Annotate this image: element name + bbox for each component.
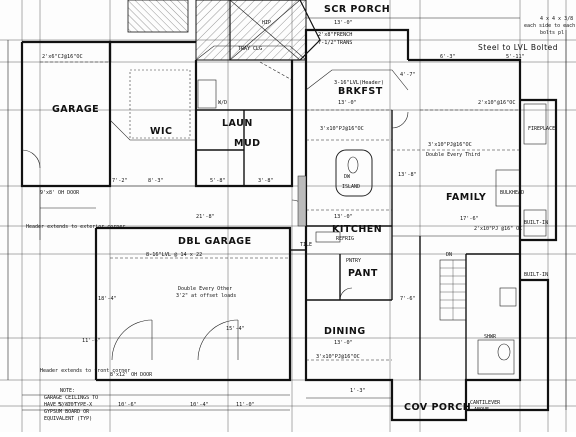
roof-hatch-area [127, 0, 321, 61]
note-cantilever1: CANTILEVER [470, 400, 501, 406]
beam-trans: 7-1/2"TRANS [318, 40, 352, 46]
room-label-kitchen: KITCHEN [332, 224, 382, 235]
note-builtin2: BUILT-IN [524, 272, 548, 278]
note-double-other: Double Every Other [178, 286, 232, 292]
note-steel-top2: each side to each [524, 23, 575, 29]
beam-dining: 3'x10"PJ@16"OC [316, 354, 360, 360]
note-header-front: Header extends to front corner [40, 368, 130, 374]
dim-kitchen-width: 13'-0" [334, 214, 353, 220]
note-fireplace: FIREPLACE [528, 126, 555, 132]
room-label-laun: LAUN [222, 118, 253, 129]
room-label-dbl-garage: DBL GARAGE [178, 236, 252, 247]
dim-10-6: 10'-6" [118, 402, 137, 408]
dim-7-2: 7'-2" [112, 178, 128, 184]
note-line3: GYPSUM BOARD OR [44, 409, 90, 415]
note-title: NOTE: [60, 388, 75, 394]
kitchen-island [315, 149, 373, 243]
dim-brkfst-width: 13'-0" [338, 100, 357, 106]
fireplace [495, 103, 547, 237]
dim-garage-bottom2: 11'-0" [236, 402, 255, 408]
dim-5-11: 5'-11" [506, 54, 525, 60]
note-bulkhead: BULKHEAD [500, 190, 524, 196]
beam-brkfst: 3-16"LVL(Header) [334, 80, 384, 86]
note-cantilever2: ABOVE [474, 407, 489, 413]
note-refrig: REFRIG [336, 236, 354, 242]
note-steel: Steel to LVL Bolted [478, 43, 558, 52]
room-label-family: FAMILY [446, 192, 486, 203]
dim-13-8: 13'-8" [398, 172, 417, 178]
note-line2: HAVE 5/8" TYPE-X [44, 402, 92, 408]
dim-18-4: 18'-4" [98, 296, 117, 302]
bath-fixtures [477, 287, 517, 375]
dim-5-10: 5'-10" [58, 402, 77, 408]
stairs [439, 259, 467, 321]
beam-kitchen: 3'x10"PJ@16"OC [320, 126, 364, 132]
room-label-cov-porch: COV PORCH [404, 402, 471, 413]
dim-7-6: 7'-6" [400, 296, 416, 302]
note-steel-top: 4 x 4 x 3/8 [540, 16, 573, 22]
room-label-dining: DINING [324, 326, 366, 337]
room-label-brkfst: BRKFST [338, 86, 383, 97]
note-double-other2: 3'2" at offset loads [176, 293, 236, 299]
dim-garage-width: 21'-8" [196, 214, 215, 220]
dim-family-width: 17'-6" [460, 216, 479, 222]
notes: 4 x 4 x 3/8 each side to each bolts pl S… [26, 16, 575, 422]
cabinets [129, 69, 307, 227]
note-line4: EQUIVALENT (TYP) [44, 416, 92, 422]
note-steel-top3: bolts pl [540, 30, 564, 36]
note-ceiling: 2'x10"PJ @16" OC [474, 226, 522, 232]
note-dw: DW [344, 174, 351, 180]
note-tile: TILE [300, 242, 312, 248]
beam-family: 3'x10"PJ@16"OC [428, 142, 472, 148]
note-stairs: DN [446, 252, 452, 258]
room-label-pant: PANT [348, 268, 378, 279]
dim-6-3: 6'-3" [440, 54, 456, 60]
dimension-text: 13'-0" 13'-0" 13'-0" 13'-0" 17'-6" 21'-8… [42, 20, 525, 408]
note-double-third: Double Every Third [426, 152, 480, 158]
note-garage-door: 8'x12' OH DOOR [110, 372, 153, 378]
note-ohd: 9'x8' OH DOOR [40, 190, 80, 196]
note-shower: SHWR [484, 334, 497, 340]
interior-walls [39, 109, 520, 380]
note-hip: HIP [262, 20, 271, 26]
note-builtin: BUILT-IN [524, 220, 548, 226]
room-label-mud: MUD [234, 138, 261, 149]
dim-garage-bottom: 10'-4" [190, 402, 209, 408]
dimension-lines [7, 17, 567, 411]
dim-1-3: 1'-3" [350, 388, 366, 394]
dim-8-3: 8'-3" [148, 178, 164, 184]
beams [40, 61, 520, 361]
beam-garage: 8-16"LVL @ 14 x 22 [146, 252, 202, 258]
dim-11-6: 11'-6" [82, 338, 101, 344]
note-tray-ceil: TRAY CLG [238, 46, 262, 52]
note-island: ISLAND [342, 184, 360, 190]
note-wd: W/D [218, 100, 227, 106]
note-header-corner: Header extends to exterior corner [26, 224, 125, 230]
dim-4-7: 4'-7" [400, 72, 416, 78]
beam-top-left: 2'x6"CJ@16"OC [42, 54, 83, 60]
dim-scr-porch-width: 13'-0" [334, 20, 353, 26]
dim-dining-width: 13'-0" [334, 340, 353, 346]
note-line1: GARAGE CEILINGS TO [44, 395, 98, 401]
dim-3-8: 3'-8" [258, 178, 274, 184]
room-label-scr-porch: SCR PORCH [324, 4, 390, 15]
beam-right: 2'x10"@16"OC [478, 100, 515, 106]
room-label-garage: GARAGE [52, 104, 99, 115]
room-label-wic: WIC [150, 126, 173, 137]
dim-5-8: 5'-8" [210, 178, 226, 184]
dim-15-4: 15'-4" [226, 326, 245, 332]
room-labels: SCR PORCH GARAGE BRKFST WIC LAUN MUD KIT… [52, 4, 486, 413]
note-pantry: PNTRY [346, 258, 361, 264]
beam-french: 2'x8"FRENCH [318, 32, 352, 38]
